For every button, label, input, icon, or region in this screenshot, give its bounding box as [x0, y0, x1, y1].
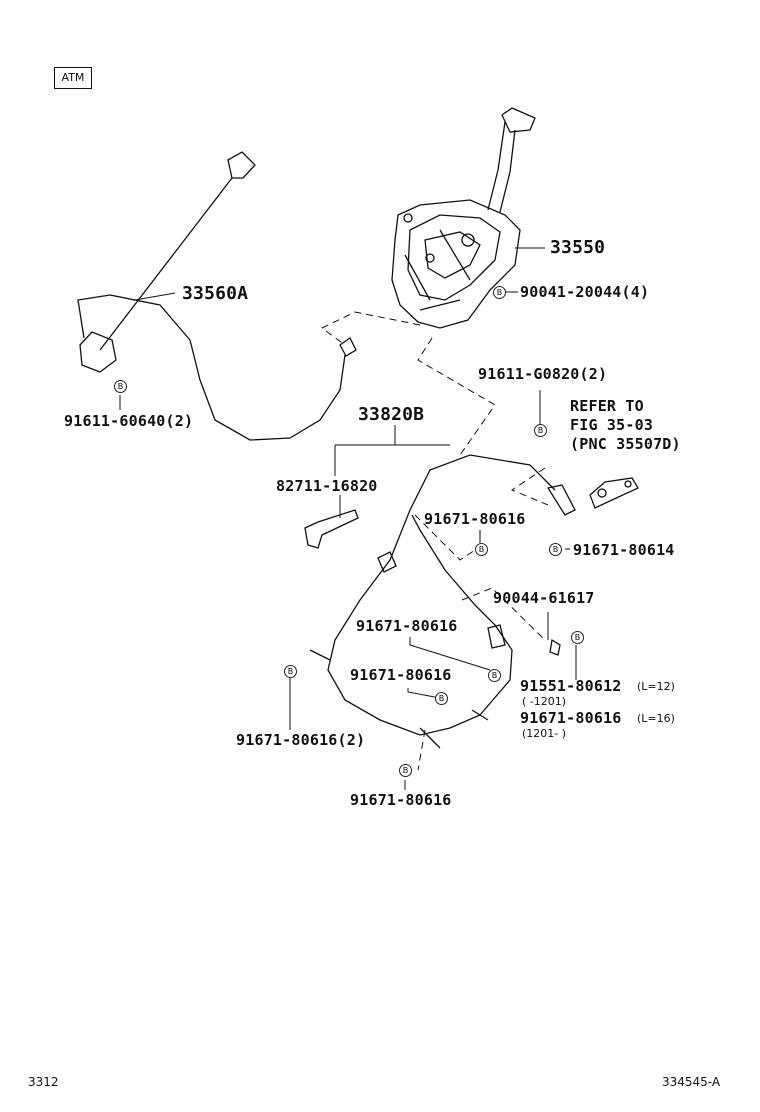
refer-line-3: (PNC 35507D) [570, 435, 681, 453]
label-33560A: 33560A [182, 283, 249, 304]
label-91611-60640: 91611-60640(2) [64, 412, 194, 430]
refer-line-1: REFER TO [570, 397, 644, 415]
label-91671-80616-f: 91671-80616 [350, 791, 452, 809]
label-90044-61617: 90044-61617 [493, 589, 595, 607]
dashed-lines [321, 311, 549, 771]
label-91671-d-length: (L=16) [637, 712, 675, 725]
leader-lines [119, 247, 577, 790]
footer-figure-id: 334545-A [662, 1075, 721, 1089]
label-91671-80616-d: 91671-80616 [520, 709, 622, 727]
label-33550: 33550 [550, 237, 606, 258]
bolt-marker: B [284, 665, 297, 678]
bolt-marker: B [399, 764, 412, 777]
bolt-marker: B [549, 543, 562, 556]
atm-badge: ATM [54, 67, 92, 89]
bolt-marker: B [571, 631, 584, 644]
label-91551-length: (L=12) [637, 680, 675, 693]
label-91671-d-range: (1201- ) [522, 727, 567, 740]
shift-lever-33550 [391, 107, 536, 329]
bolt-marker: B [534, 424, 547, 437]
cable-33560A [77, 151, 357, 441]
clamp-82711 [304, 509, 359, 549]
label-82711-16820: 82711-16820 [276, 477, 378, 495]
label-90041-20044: 90041-20044(4) [520, 283, 650, 301]
label-91671-80616-a: 91671-80616 [424, 510, 526, 528]
bolt-marker: B [435, 692, 448, 705]
cable-33820B [309, 454, 576, 749]
label-91611-g0820: 91611-G0820(2) [478, 365, 608, 383]
bolt-marker: B [114, 380, 127, 393]
footer-page-number: 3312 [28, 1075, 59, 1089]
bolt-marker: B [488, 669, 501, 682]
label-33820B: 33820B [358, 404, 425, 425]
label-91671-80616-b: 91671-80616 [356, 617, 458, 635]
label-91671-80614: 91671-80614 [573, 541, 675, 559]
label-91551-80612: 91551-80612 [520, 677, 622, 695]
bolt-marker: B [475, 543, 488, 556]
label-91671-80616-e: 91671-80616(2) [236, 731, 366, 749]
label-91551-range: ( -1201) [522, 695, 567, 708]
bolt-marker: B [493, 286, 506, 299]
shift-arm [589, 477, 639, 509]
label-91671-80616-c: 91671-80616 [350, 666, 452, 684]
refer-line-2: FIG 35-03 [570, 416, 654, 434]
